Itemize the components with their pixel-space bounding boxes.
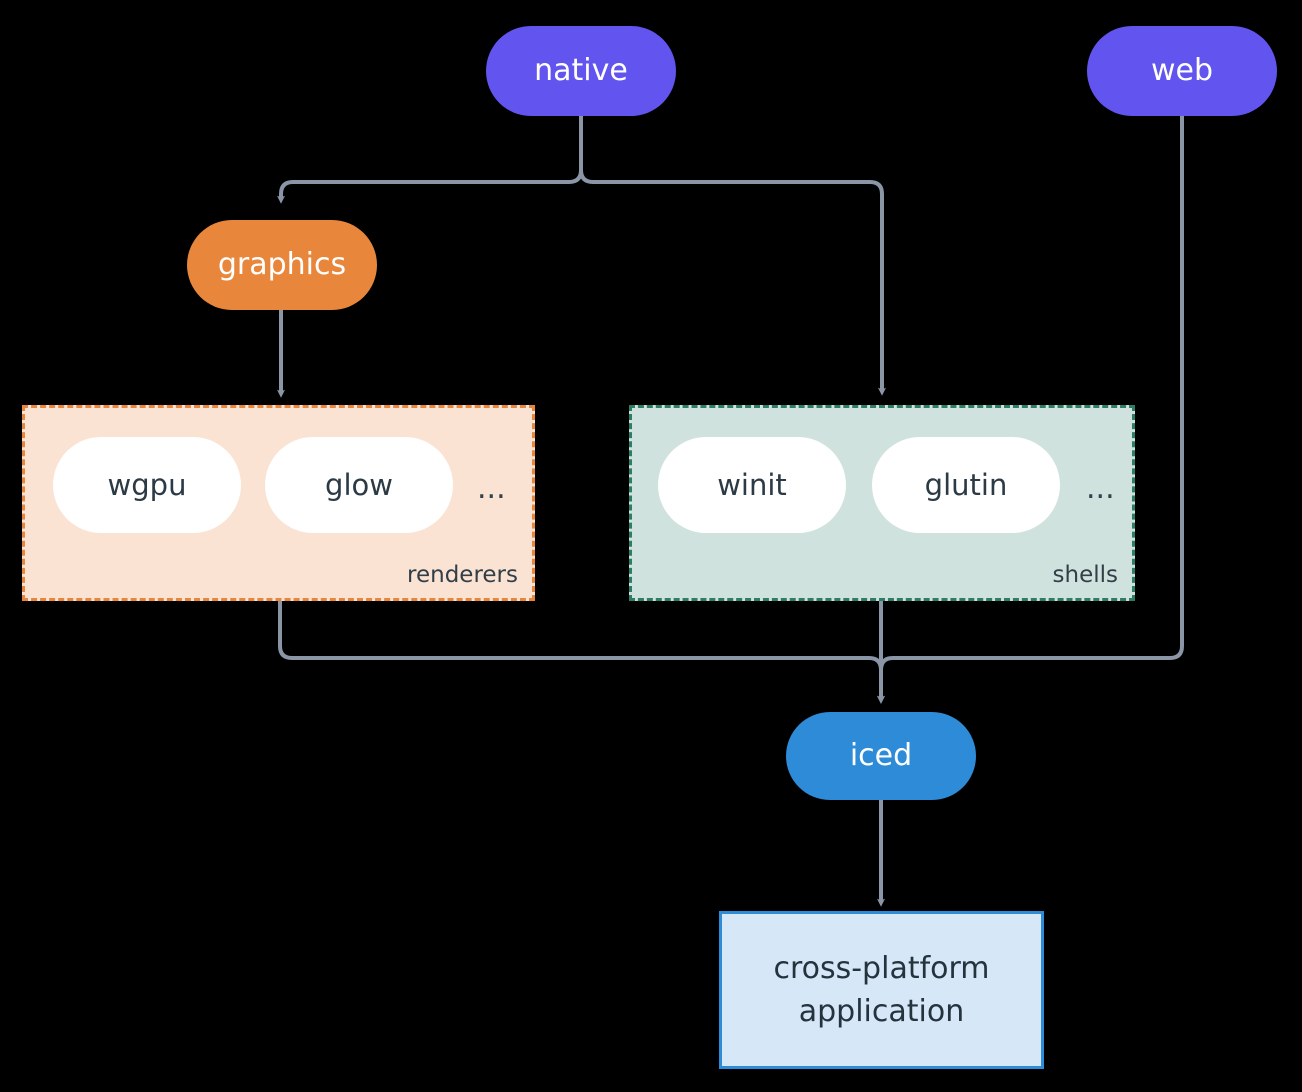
group-shells-label: shells — [1052, 562, 1118, 588]
node-application-line2: application — [798, 994, 965, 1029]
node-web[interactable]: web — [1087, 26, 1277, 116]
chip-glutin-label: glutin — [924, 468, 1008, 502]
node-graphics[interactable]: graphics — [187, 220, 377, 310]
node-application-line1: cross-platform — [773, 950, 990, 986]
edge-native-to-shells — [579, 150, 886, 396]
node-application[interactable]: cross-platform application — [719, 911, 1044, 1069]
renderers-ellipsis: ... — [477, 471, 506, 506]
group-renderers-label: renderers — [407, 562, 518, 588]
edge-native-fork — [277, 116, 583, 204]
chip-wgpu[interactable]: wgpu — [53, 437, 241, 533]
node-native-label: native — [534, 53, 628, 89]
node-iced[interactable]: iced — [786, 712, 976, 800]
group-renderers: wgpu glow ... renderers — [22, 405, 535, 601]
node-web-label: web — [1150, 53, 1214, 89]
chip-glutin[interactable]: glutin — [872, 437, 1060, 533]
edge-renderers-to-iced — [278, 601, 885, 704]
chip-glow-label: glow — [325, 468, 393, 502]
shells-ellipsis: ... — [1086, 471, 1115, 506]
chip-winit[interactable]: winit — [658, 437, 846, 533]
chip-winit-label: winit — [717, 468, 787, 502]
node-native[interactable]: native — [486, 26, 676, 116]
node-iced-label: iced — [849, 738, 913, 774]
group-shells: winit glutin ... shells — [629, 405, 1135, 601]
node-application-text: cross-platform application — [773, 947, 989, 1034]
node-graphics-label: graphics — [217, 247, 347, 283]
chip-glow[interactable]: glow — [265, 437, 453, 533]
chip-wgpu-label: wgpu — [107, 468, 187, 502]
